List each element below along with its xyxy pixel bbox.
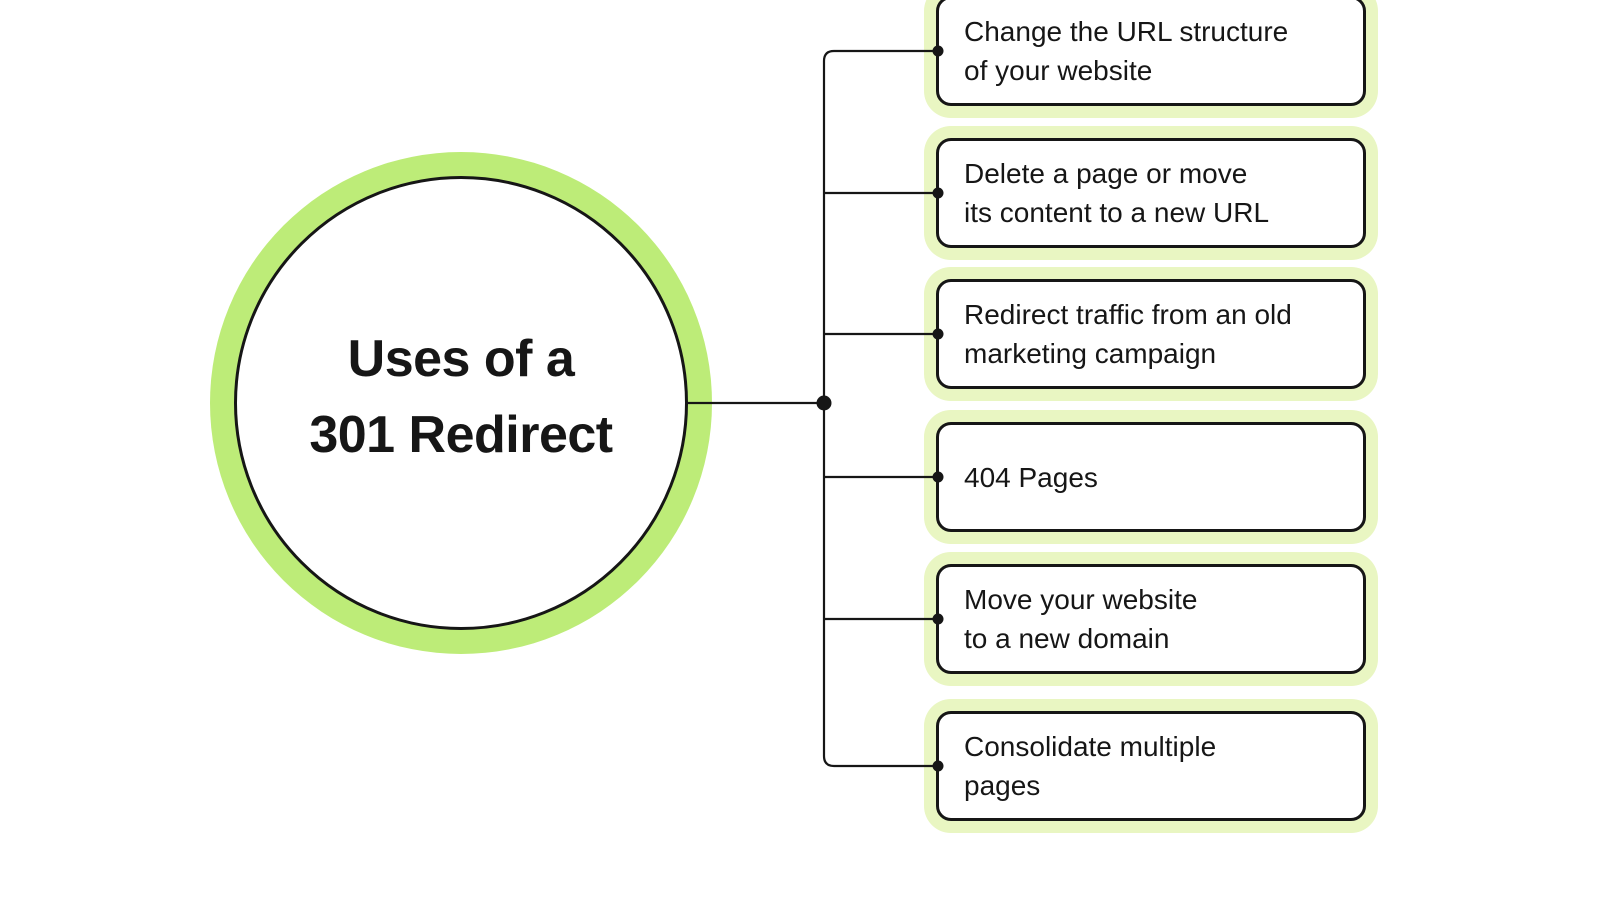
node-text-line: its content to a new URL	[964, 197, 1270, 228]
use-case-node-redirect-traffic: Redirect traffic from an old marketing c…	[936, 279, 1366, 389]
central-node-title-line1: Uses of a	[347, 330, 575, 388]
use-case-node-consolidate-pages: Consolidate multiple pages	[936, 711, 1366, 821]
node-text-line: Change the URL structure	[964, 16, 1289, 47]
node-text-line: of your website	[964, 55, 1153, 86]
node-text-line: 404 Pages	[964, 461, 1098, 493]
node-text-line: Redirect traffic from an old	[964, 299, 1292, 330]
node-text-line: Consolidate multiple	[964, 731, 1217, 762]
use-case-node-move-domain: Move your website to a new domain	[936, 564, 1366, 674]
central-node-ring: Uses of a 301 Redirect	[210, 152, 712, 654]
connector-trunk	[822, 49, 936, 768]
node-text-line: to a new domain	[964, 623, 1170, 654]
node-text-line: Move your website	[964, 584, 1198, 615]
central-node-title-line2: 301 Redirect	[309, 406, 613, 464]
use-case-node-change-url-structure: Change the URL structure of your website	[936, 0, 1366, 106]
use-case-node-delete-page: Delete a page or move its content to a n…	[936, 138, 1366, 248]
node-text-line: marketing campaign	[964, 338, 1217, 369]
node-text-line: pages	[964, 770, 1041, 801]
use-case-node-404-pages: 404 Pages	[936, 422, 1366, 532]
central-node: Uses of a 301 Redirect	[234, 176, 688, 630]
node-text-line: Delete a page or move	[964, 158, 1248, 189]
connector-junction-dot	[816, 395, 832, 411]
